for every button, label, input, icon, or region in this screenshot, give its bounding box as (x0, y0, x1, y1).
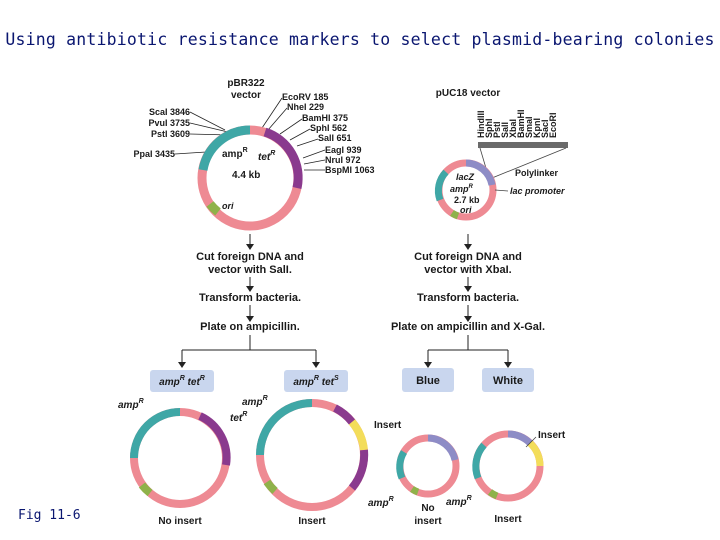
pbr322-plasmid (197, 125, 303, 231)
polylinker-sites: HindIII SphI PstI SalI XbaI BamHI SmaI K… (476, 109, 558, 138)
figure-label: Fig 11-6 (18, 508, 81, 523)
site-label: NheI 229 (287, 102, 324, 112)
site-label: BamHI (516, 109, 526, 138)
result-box-white (482, 368, 534, 392)
site-label: BamHI 375 (302, 113, 348, 123)
result-box-amp-r-tet-s (284, 370, 348, 392)
tet-r-label: tetR (230, 411, 247, 424)
left-steps: Cut foreign DNA and vector with SalI. Tr… (178, 234, 320, 368)
right-step1a: Cut foreign DNA and (414, 251, 522, 263)
left-step1b: vector with SalI. (208, 264, 292, 276)
polylinker-label: Polylinker (515, 168, 559, 178)
insert-plasmid (256, 399, 369, 511)
site-label: BspMI 1063 (325, 165, 375, 175)
pbr322-name: pBR322 (227, 78, 265, 89)
left-step1a: Cut foreign DNA and (196, 251, 304, 263)
insert-label: Insert (374, 420, 402, 431)
insert-label: Insert (538, 430, 566, 441)
pbr322-vector-word: vector (231, 90, 261, 101)
site-label: SacI (540, 119, 550, 138)
site-label: SphI 562 (310, 123, 347, 133)
site-label: SphI (484, 119, 494, 139)
result-amp-r-tet-r: ampR tetR (159, 375, 205, 388)
result-box-blue (402, 368, 454, 392)
pbr322-sites-right: EcoRV 185 NheI 229 BamHI 375 SphI 562 Sa… (261, 92, 375, 175)
ori-label: ori (222, 201, 234, 211)
site-label: HindIII (476, 111, 486, 139)
site-label: PstI (492, 121, 502, 138)
amp-r-label: ampR (242, 395, 268, 408)
amp-r-label: ampR (450, 184, 474, 194)
puc18-name: pUC18 vector (436, 88, 501, 99)
site-label: EcoRI (548, 112, 558, 138)
no-insert-plasmid (130, 408, 231, 508)
site-label: PpaI 3435 (133, 149, 175, 159)
amp-r-label: ampR (446, 495, 472, 508)
result-blue: Blue (416, 375, 440, 387)
puc-insert-plasmid (472, 430, 544, 502)
right-step1b: vector with XbaI. (424, 264, 511, 276)
tet-r-label: tetR (258, 150, 275, 163)
lac-promoter-label: lac promoter (510, 186, 565, 196)
result-amp-r-tet-s: ampR tetS (293, 375, 339, 388)
result-white: White (493, 375, 523, 387)
puc-no-insert-plasmid (396, 434, 460, 498)
puc18-plasmid (434, 159, 497, 221)
no-insert-caption-2: insert (414, 516, 442, 527)
site-label: PvuI 3735 (148, 118, 190, 128)
ori-label: ori (460, 205, 472, 215)
site-label: EagI 939 (325, 145, 362, 155)
result-box-amp-r-tet-r (150, 370, 214, 392)
site-label: SalI 651 (318, 133, 352, 143)
amp-r-label: ampR (118, 398, 144, 411)
site-label: KpnI (532, 118, 542, 138)
slide-title: Using antibiotic resistance markers to s… (5, 30, 715, 49)
pbr322-size: 4.4 kb (232, 170, 260, 181)
left-step3: Plate on ampicillin. (200, 321, 300, 333)
site-label: SmaI (524, 116, 534, 138)
left-step2: Transform bacteria. (199, 292, 301, 304)
pbr322-sites-left: ScaI 3846 PvuI 3735 PstI 3609 PpaI 3435 (133, 107, 231, 159)
site-label: SalI (500, 122, 510, 138)
right-step2: Transform bacteria. (417, 292, 519, 304)
site-label: PstI 3609 (151, 129, 190, 139)
right-steps: Cut foreign DNA and vector with XbaI. Tr… (391, 234, 545, 368)
amp-r-label: ampR (222, 147, 248, 160)
puc18-size: 2.7 kb (454, 195, 480, 205)
lacz-label: lacZ (456, 172, 475, 182)
insert-caption: Insert (298, 516, 326, 527)
right-step3: Plate on ampicillin and X-Gal. (391, 321, 545, 333)
no-insert-caption-1: No (421, 503, 434, 514)
site-label: NruI 972 (325, 155, 361, 165)
no-insert-caption: No insert (158, 516, 202, 527)
polylinker-bar (478, 142, 568, 148)
site-label: XbaI (508, 119, 518, 138)
site-label: EcoRV 185 (282, 92, 328, 102)
insert-caption: Insert (494, 514, 522, 525)
site-label: ScaI 3846 (149, 107, 190, 117)
amp-r-label: ampR (368, 496, 394, 509)
